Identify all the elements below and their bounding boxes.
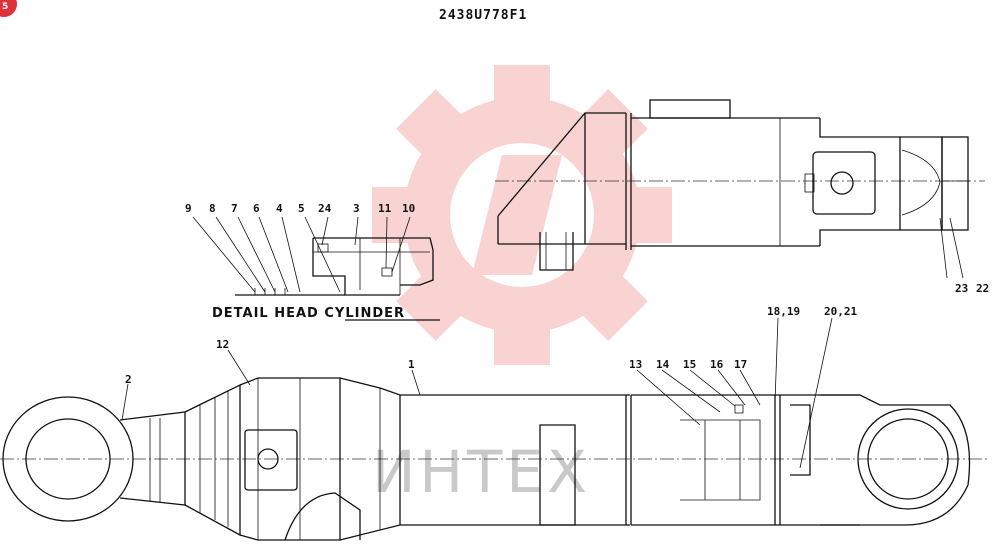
callout-15: 15: [683, 358, 696, 371]
detail-title: DETAIL HEAD CYLINDER: [212, 306, 405, 321]
callout-22: 22: [976, 282, 989, 295]
callout-6: 6: [253, 202, 260, 215]
watermark-text: ИНТЕХ: [372, 438, 591, 506]
callout-9: 9: [185, 202, 192, 215]
callout-1: 1: [408, 358, 415, 371]
callout-2: 2: [125, 373, 132, 386]
watermark-gear-icon: [372, 65, 672, 365]
callout-7: 7: [231, 202, 238, 215]
callout-10: 10: [402, 202, 415, 215]
callout-17: 17: [734, 358, 747, 371]
callout-8: 8: [209, 202, 216, 215]
callout-18-19: 18,19: [767, 305, 800, 318]
corner-badge: 5: [0, 0, 17, 17]
callout-14: 14: [656, 358, 670, 371]
callout-23: 23: [955, 282, 968, 295]
drawing-number: 2438U778F1: [439, 8, 527, 23]
callout-24: 24: [318, 202, 332, 215]
callout-16: 16: [710, 358, 724, 371]
main-view: [0, 217, 990, 541]
callout-5: 5: [298, 202, 305, 215]
callout-13: 13: [629, 358, 642, 371]
callout-12: 12: [216, 338, 229, 351]
callout-4: 4: [276, 202, 283, 215]
corner-badge-text: 5: [2, 2, 8, 12]
callout-3: 3: [353, 202, 360, 215]
detail-head-cylinder: [192, 216, 440, 321]
top-view: [495, 99, 985, 271]
callout-labels: 9 8 7 6 4 5 24 3 11 10 23 22 12 2 1 13 1…: [125, 202, 989, 386]
callout-11: 11: [378, 202, 392, 215]
callout-20-21: 20,21: [824, 305, 857, 318]
